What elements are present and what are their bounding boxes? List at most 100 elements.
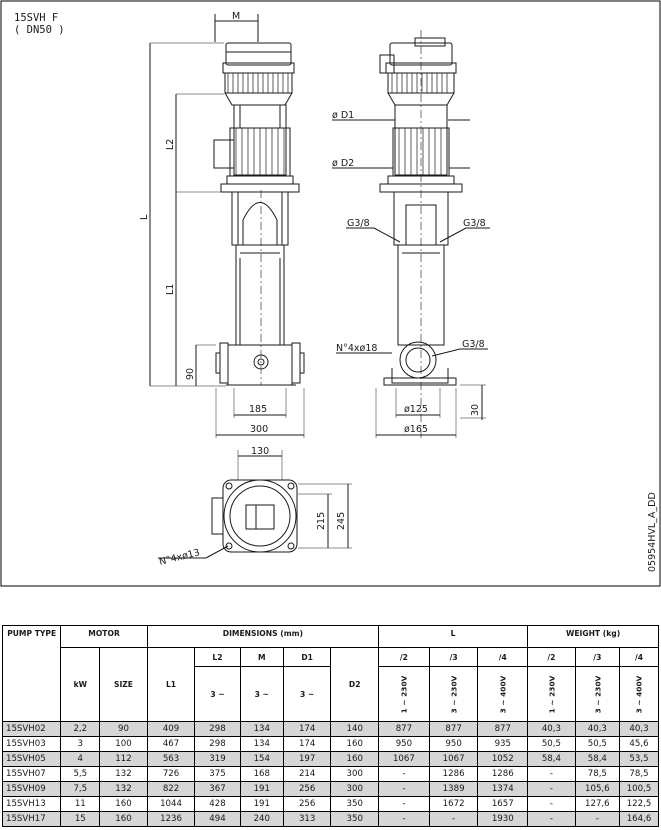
table-cell: 950 bbox=[428, 736, 479, 752]
unit-l2: 3 ~ bbox=[194, 666, 241, 722]
header-weight: WEIGHT (kg) bbox=[527, 625, 659, 648]
unit-l-2: 1 ~ 230V bbox=[378, 666, 430, 722]
table-cell: 313 bbox=[282, 811, 332, 827]
unit-kw: kW bbox=[60, 647, 101, 722]
table-cell: 164,6 bbox=[618, 811, 660, 827]
unit-l-3: 3 ~ 230V bbox=[428, 666, 479, 722]
table-cell: 950 bbox=[378, 736, 430, 752]
dim-245: 245 bbox=[336, 512, 347, 530]
table-cell: 127,6 bbox=[574, 796, 620, 812]
pump-type-cell: 15SVH03 bbox=[1, 736, 62, 752]
spec-table: PUMP TYPE MOTOR DIMENSIONS (mm) L WEIGHT… bbox=[1, 625, 660, 827]
model-label: 15SVH F bbox=[14, 12, 58, 24]
table-cell: 11 bbox=[60, 796, 101, 812]
table-cell: 1052 bbox=[477, 751, 529, 767]
table-cell: 1067 bbox=[378, 751, 430, 767]
table-cell: 100 bbox=[99, 736, 148, 752]
unit-w-2: 1 ~ 230V bbox=[527, 666, 576, 722]
dim-30: 30 bbox=[470, 404, 481, 416]
header-motor: MOTOR bbox=[60, 625, 148, 648]
pump-type-cell: 15SVH17 bbox=[1, 811, 62, 827]
sub-l-2: /2 bbox=[378, 647, 430, 667]
unit-w-2-text: 1 ~ 230V bbox=[546, 675, 556, 713]
table-cell: 2,2 bbox=[60, 721, 101, 737]
dim-215: 215 bbox=[316, 512, 327, 530]
dim-130: 130 bbox=[251, 446, 269, 457]
pump-type-cell: 15SVH13 bbox=[1, 796, 62, 812]
table-cell: 160 bbox=[330, 751, 380, 767]
table-cell: - bbox=[527, 781, 576, 797]
table-cell: 298 bbox=[194, 736, 241, 752]
table-cell: 78,5 bbox=[574, 766, 620, 782]
table-cell: 350 bbox=[330, 796, 380, 812]
table-cell: 877 bbox=[477, 721, 529, 737]
dim-m: M bbox=[232, 11, 240, 22]
table-cell: 256 bbox=[282, 781, 332, 797]
table-cell: 45,6 bbox=[618, 736, 660, 752]
table-cell: 58,4 bbox=[574, 751, 620, 767]
table-cell: 256 bbox=[282, 796, 332, 812]
dim-d1: ø D1 bbox=[332, 110, 354, 121]
dim-g38-left: G3/8 bbox=[347, 218, 370, 229]
table-cell: - bbox=[378, 796, 430, 812]
sub-l2: L2 bbox=[194, 647, 241, 667]
dim-g38-right: G3/8 bbox=[463, 218, 486, 229]
table-cell: 877 bbox=[378, 721, 430, 737]
sub-l-4: /4 bbox=[477, 647, 529, 667]
table-cell: - bbox=[527, 811, 576, 827]
table-cell: 174 bbox=[282, 736, 332, 752]
drawing-canvas: 15SVH F ( DN50 ) 05954HVL_A_DD bbox=[0, 0, 661, 587]
sub-w-3: /3 bbox=[574, 647, 620, 667]
table-cell: 122,5 bbox=[618, 796, 660, 812]
dim-base-holes: N°4xø13 bbox=[158, 547, 201, 568]
dim-d2: ø D2 bbox=[332, 158, 354, 169]
dim-g38-bottom: G3/8 bbox=[462, 339, 485, 350]
table-cell: 90 bbox=[99, 721, 148, 737]
table-cell: 1657 bbox=[477, 796, 529, 812]
unit-l-3-text: 3 ~ 230V bbox=[449, 675, 459, 713]
table-cell: 112 bbox=[99, 751, 148, 767]
connection-label: ( DN50 ) bbox=[14, 24, 65, 36]
table-cell: - bbox=[428, 811, 479, 827]
dim-300: 300 bbox=[250, 424, 268, 435]
top-view bbox=[158, 450, 352, 559]
unit-size: SIZE bbox=[99, 647, 148, 722]
unit-w-3-text: 3 ~ 230V bbox=[592, 675, 602, 713]
table-cell: 53,5 bbox=[618, 751, 660, 767]
table-cell: 1389 bbox=[428, 781, 479, 797]
table-cell: 78,5 bbox=[618, 766, 660, 782]
table-cell: 300 bbox=[330, 766, 380, 782]
table-cell: 58,4 bbox=[527, 751, 576, 767]
table-cell: 134 bbox=[239, 736, 284, 752]
table-cell: 191 bbox=[239, 781, 284, 797]
table-cell: - bbox=[378, 766, 430, 782]
table-cell: 40,3 bbox=[574, 721, 620, 737]
table-cell: 160 bbox=[99, 811, 148, 827]
side-view bbox=[332, 30, 490, 440]
sub-w-4: /4 bbox=[618, 647, 660, 667]
drawing-code: 05954HVL_A_DD bbox=[647, 492, 658, 572]
dim-90: 90 bbox=[185, 368, 196, 380]
table-cell: 134 bbox=[239, 721, 284, 737]
front-view bbox=[149, 14, 305, 438]
table-cell: 105,6 bbox=[574, 781, 620, 797]
table-cell: 240 bbox=[239, 811, 284, 827]
table-cell: 409 bbox=[146, 721, 196, 737]
table-cell: 197 bbox=[282, 751, 332, 767]
sub-m: M bbox=[239, 647, 284, 667]
table-cell: 935 bbox=[477, 736, 529, 752]
unit-l-2-text: 1 ~ 230V bbox=[399, 675, 409, 713]
table-cell: 140 bbox=[330, 721, 380, 737]
header-dimensions: DIMENSIONS (mm) bbox=[146, 625, 380, 648]
unit-m: 3 ~ bbox=[239, 666, 284, 722]
table-cell: 132 bbox=[99, 766, 148, 782]
dim-l2: L2 bbox=[165, 139, 176, 150]
table-cell: 319 bbox=[194, 751, 241, 767]
table-cell: 367 bbox=[194, 781, 241, 797]
table-cell: 160 bbox=[99, 796, 148, 812]
header-l: L bbox=[378, 625, 529, 648]
